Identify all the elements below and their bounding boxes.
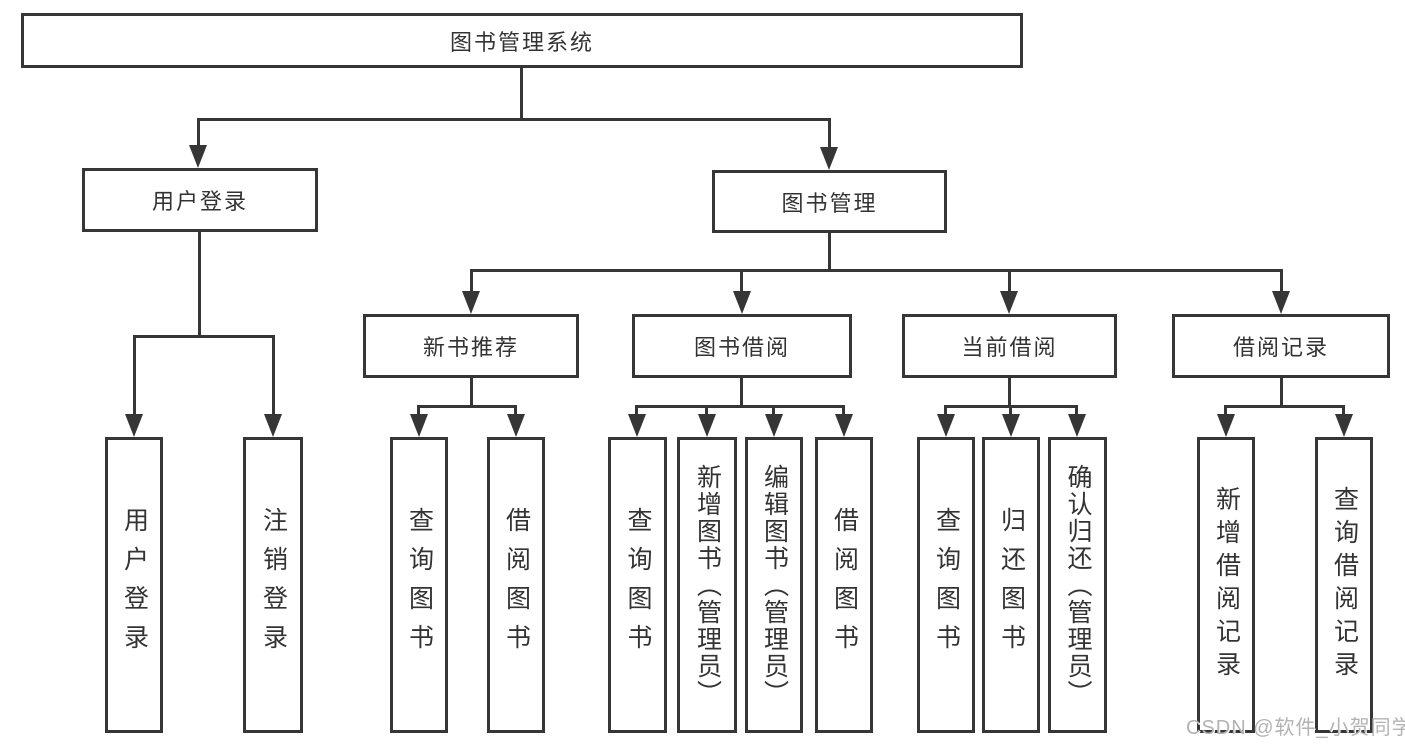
leaf-label: 查询图书 (624, 507, 652, 663)
node-user-login-label: 用户登录 (151, 189, 248, 214)
leaf-label: 查询借阅记录 (1330, 486, 1359, 684)
arrowhead-icon (1335, 414, 1353, 437)
arrowhead-icon (1272, 291, 1290, 314)
node-book-borrow: 图书借阅 (632, 314, 852, 378)
connector-line (198, 232, 201, 335)
leaf-label: 用户登录 (120, 507, 149, 663)
node-book-management-label: 图书管理 (781, 190, 878, 216)
node-user-login: 用户登录 (82, 168, 318, 232)
connector-line (1225, 405, 1345, 408)
arrowhead-icon (1002, 414, 1020, 437)
arrowhead-icon (698, 414, 716, 437)
node-new-book-recommend-label: 新书推荐 (422, 335, 519, 360)
connector-line (470, 269, 1282, 272)
leaf-label: 确认归还（管理员） (1064, 463, 1092, 707)
connector-line (1008, 378, 1011, 405)
connector-line (1280, 378, 1283, 405)
node-current-borrow: 当前借阅 (902, 314, 1117, 378)
node-root: 图书管理系统 (21, 13, 1023, 68)
arrowhead-icon (264, 414, 282, 437)
arrowhead-icon (410, 414, 428, 437)
connector-line (133, 335, 136, 417)
leaf-return-books: 归还图书 (982, 437, 1040, 733)
arrowhead-icon (125, 414, 143, 437)
connector-line (470, 269, 473, 293)
connector-line (520, 68, 523, 118)
leaf-logout: 注销登录 (243, 437, 303, 733)
leaf-label: 归还图书 (997, 507, 1026, 663)
connector-line (1075, 405, 1078, 416)
connector-line (636, 405, 845, 408)
arrowhead-icon (462, 291, 480, 314)
leaf-label: 注销登录 (259, 507, 288, 663)
connector-line (740, 269, 743, 293)
leaf-add-borrow-record: 新增借阅记录 (1197, 437, 1255, 733)
arrowhead-icon (765, 414, 783, 437)
leaf-confirm-return-admin: 确认归还（管理员） (1048, 437, 1107, 733)
arrowhead-icon (628, 414, 646, 437)
connector-line (272, 335, 275, 417)
leaf-borrow-query-books: 查询图书 (608, 437, 667, 733)
node-book-borrow-label: 图书借阅 (693, 335, 790, 360)
node-borrow-records: 借阅记录 (1172, 314, 1390, 378)
connector-line (842, 405, 845, 416)
connector-line (514, 405, 517, 416)
leaf-label: 查询图书 (405, 507, 434, 663)
arrowhead-icon (189, 145, 207, 168)
connector-line (1008, 269, 1011, 293)
leaf-label: 新增借阅记录 (1212, 486, 1241, 684)
connector-line (1009, 405, 1012, 416)
arrowhead-icon (1217, 414, 1235, 437)
connector-line (470, 378, 473, 405)
arrowhead-icon (937, 414, 955, 437)
node-root-label: 图书管理系统 (449, 29, 594, 55)
node-borrow-records-label: 借阅记录 (1232, 335, 1329, 360)
node-current-borrow-label: 当前借阅 (961, 335, 1058, 360)
connector-line (635, 405, 638, 416)
arrowhead-icon (1068, 414, 1086, 437)
connector-line (197, 118, 200, 148)
arrowhead-icon (835, 414, 853, 437)
connector-line (705, 405, 708, 416)
leaf-label: 借阅图书 (502, 507, 531, 663)
arrowhead-icon (507, 414, 525, 437)
csdn-watermark: CSDN @软件_小贺同学 (1186, 717, 1405, 739)
leaf-recommend-borrow-books: 借阅图书 (487, 437, 545, 733)
connector-line (133, 335, 274, 338)
connector-line (1224, 405, 1227, 416)
node-book-management: 图书管理 (712, 170, 947, 233)
connector-line (944, 405, 947, 416)
connector-line (772, 405, 775, 416)
node-new-book-recommend: 新书推荐 (363, 314, 579, 378)
leaf-borrow-books: 借阅图书 (815, 437, 873, 733)
connector-line (740, 378, 743, 405)
arrowhead-icon (1000, 291, 1018, 314)
arrowhead-icon (733, 291, 751, 314)
connector-line (828, 118, 831, 148)
leaf-add-books-admin: 新增图书（管理员） (677, 437, 737, 733)
leaf-query-borrow-record: 查询借阅记录 (1315, 437, 1373, 733)
leaf-recommend-query-books: 查询图书 (390, 437, 448, 733)
connector-line (1342, 405, 1345, 416)
leaf-label: 编辑图书（管理员） (760, 463, 789, 707)
connector-line (1280, 269, 1283, 293)
connector-line (417, 405, 420, 416)
leaf-current-query-books: 查询图书 (917, 437, 975, 733)
arrowhead-icon (820, 147, 838, 170)
connector-line (198, 118, 831, 121)
connector-line (828, 233, 831, 269)
leaf-label: 新增图书（管理员） (693, 463, 722, 707)
leaf-user-login: 用户登录 (105, 437, 163, 733)
leaf-label: 借阅图书 (830, 507, 859, 663)
leaf-edit-books-admin: 编辑图书（管理员） (745, 437, 803, 733)
connector-line (418, 405, 517, 408)
leaf-label: 查询图书 (932, 507, 961, 663)
